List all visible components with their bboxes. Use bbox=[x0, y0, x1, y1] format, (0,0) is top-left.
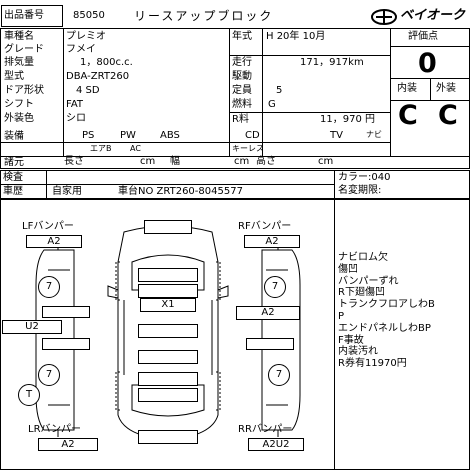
height-label: 高さ bbox=[256, 156, 276, 167]
inspection-notes: ナビロム欠 傷凹 バンパーずれ R下廻傷凹 トランクフロアしわB P エンドパネ… bbox=[338, 252, 466, 370]
dimensions-label: 諸元 bbox=[4, 157, 24, 168]
score-label: 評価点 bbox=[408, 31, 438, 42]
note-line: P bbox=[338, 310, 345, 322]
roof-panel bbox=[138, 324, 198, 338]
shift-label: シフト bbox=[4, 99, 34, 110]
logo-mark-icon bbox=[371, 9, 397, 25]
spare-tire-mark: T bbox=[18, 384, 40, 406]
fuel-value: G bbox=[268, 99, 276, 110]
lot-label: 出品番号 bbox=[4, 10, 44, 21]
grade-label: グレード bbox=[4, 44, 44, 55]
note-line: バンパーずれ bbox=[338, 275, 399, 287]
lot-label-cell bbox=[1, 5, 63, 27]
tire-rf-mark: 7 bbox=[264, 276, 286, 298]
height-unit: cm bbox=[318, 156, 334, 167]
right-side-damage-box: A2 bbox=[236, 306, 300, 320]
left-side-damage-box: U2 bbox=[2, 320, 62, 334]
history-label: 車歴 bbox=[3, 186, 23, 197]
capacity-label: 定員 bbox=[232, 85, 252, 96]
exterior-color-value: シロ bbox=[66, 113, 86, 124]
note-line: R下廻傷凹 bbox=[338, 287, 385, 299]
rear-glass-panel bbox=[138, 350, 198, 364]
note-line: 内装汚れ bbox=[338, 346, 378, 358]
rr-bumper-value: A2U2 bbox=[248, 438, 304, 451]
equipment-sub-item: AC bbox=[130, 144, 141, 153]
year-label: 年式 bbox=[232, 31, 252, 42]
note-line: 傷凹 bbox=[338, 263, 358, 275]
exterior-score-label: 外装 bbox=[436, 83, 456, 94]
note-line: エンドパネルしわBP bbox=[338, 322, 431, 334]
equipment-sub-item: キーレス bbox=[232, 144, 264, 153]
interior-score-value: C bbox=[398, 100, 418, 131]
inspection-label: 検査 bbox=[3, 172, 23, 183]
grade-value: フメイ bbox=[66, 44, 96, 55]
note-line: ナビロム欠 bbox=[338, 252, 388, 263]
score-value: 0 bbox=[418, 48, 437, 79]
right-rear-door-panel bbox=[246, 338, 294, 350]
rr-bumper-label: RRバンパー bbox=[238, 424, 293, 435]
year-value: H 20年 10月 bbox=[266, 31, 326, 42]
shift-value: FAT bbox=[66, 99, 84, 110]
color-code: カラー:040 bbox=[338, 172, 391, 183]
note-line: F事故 bbox=[338, 334, 364, 346]
width-label: 幅 bbox=[170, 156, 180, 167]
equipment-item: CD bbox=[245, 130, 260, 141]
capacity-value: 5 bbox=[276, 85, 283, 96]
seller-text: リースアップブロック bbox=[134, 9, 274, 23]
length-label: 長さ bbox=[64, 156, 84, 167]
drive-label: 駆動 bbox=[232, 71, 252, 82]
center-damage-box: X1 bbox=[140, 298, 196, 312]
usage-value: 自家用 bbox=[52, 186, 82, 197]
model-label: 車種名 bbox=[4, 31, 34, 42]
doors-label: ドア形状 bbox=[4, 85, 44, 96]
trunk-panel bbox=[138, 372, 198, 386]
equipment-item: TV bbox=[330, 130, 343, 141]
lr-bumper-label: LRバンパー bbox=[28, 424, 82, 435]
equipment-item: PW bbox=[120, 130, 136, 141]
windshield-panel bbox=[138, 284, 198, 298]
hood-front-panel bbox=[144, 220, 192, 234]
lf-bumper-label: LFバンパー bbox=[22, 221, 74, 232]
length-unit: cm bbox=[140, 156, 156, 167]
equipment-label: 装備 bbox=[4, 131, 24, 142]
exterior-score-value: C bbox=[438, 100, 458, 131]
tire-lf-mark: 7 bbox=[38, 276, 60, 298]
chassis-number: 車台NO ZRT260-8045577 bbox=[118, 186, 243, 197]
logo-text: ベイオーク bbox=[400, 8, 466, 23]
exterior-color-label: 外装色 bbox=[4, 113, 34, 124]
width-unit: cm bbox=[234, 156, 250, 167]
mileage-label: 走行 bbox=[232, 57, 252, 68]
equipment-item: ABS bbox=[160, 130, 180, 141]
name-change-deadline: 名変期限: bbox=[338, 185, 382, 196]
tire-lr-mark: 7 bbox=[38, 364, 60, 386]
displacement-label: 排気量 bbox=[4, 57, 34, 68]
left-front-door-panel bbox=[42, 306, 90, 318]
front-panel bbox=[138, 268, 198, 282]
equipment-sub-item: エアB bbox=[90, 144, 112, 153]
note-line: トランクフロアしわB bbox=[338, 299, 435, 311]
logo bbox=[370, 7, 400, 30]
displacement-value: 1，800c.c. bbox=[80, 57, 133, 68]
fuel-label: 燃料 bbox=[232, 99, 252, 110]
rf-bumper-label: RFバンパー bbox=[238, 221, 292, 232]
equipment-item: ナビ bbox=[366, 130, 382, 139]
type-value: DBA-ZRT260 bbox=[66, 71, 130, 82]
price-value: 11，970 円 bbox=[320, 114, 375, 125]
rf-bumper-value: A2 bbox=[244, 235, 300, 248]
rear-bumper-panel bbox=[138, 430, 198, 444]
left-rear-door-panel bbox=[42, 338, 90, 350]
type-label: 型式 bbox=[4, 71, 24, 82]
mileage-value: 171，917km bbox=[300, 57, 364, 68]
interior-score-label: 内装 bbox=[397, 83, 417, 94]
tire-rr-mark: 7 bbox=[268, 364, 290, 386]
lr-bumper-value: A2 bbox=[38, 438, 98, 451]
note-line: R券有11970円 bbox=[338, 358, 407, 370]
price-label: R料 bbox=[232, 114, 249, 125]
rear-panel bbox=[138, 388, 198, 402]
doors-value: 4 SD bbox=[76, 85, 100, 96]
lot-number: 85050 bbox=[73, 10, 105, 21]
model-value: プレミオ bbox=[66, 31, 106, 42]
lf-bumper-value: A2 bbox=[26, 235, 82, 248]
equipment-item: PS bbox=[82, 130, 95, 141]
